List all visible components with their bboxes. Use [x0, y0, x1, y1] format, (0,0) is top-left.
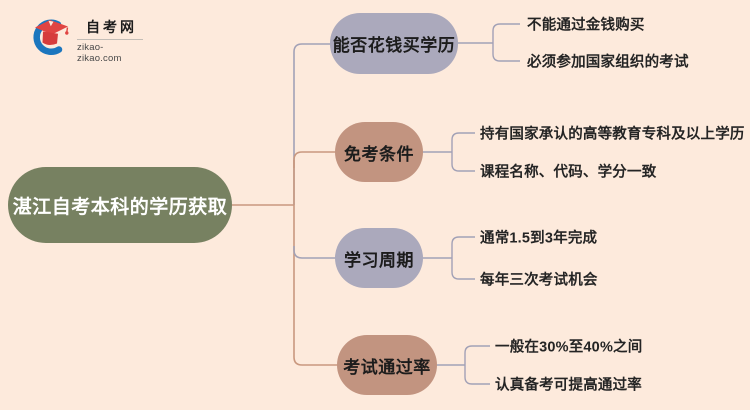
site-logo: 自考网 zikao-zikao.com — [28, 17, 143, 64]
connector-leaves-4 — [436, 345, 490, 385]
leaf-node[interactable]: 不能通过金钱购买 — [527, 17, 645, 34]
connector-leaves-1 — [457, 23, 520, 62]
leaf-node[interactable]: 一般在30%至40%之间 — [495, 339, 643, 356]
connector-branch-2 — [293, 151, 336, 168]
branch-node-exemption[interactable]: 免考条件 — [335, 122, 423, 182]
root-node[interactable]: 湛江自考本科的学历获取 — [8, 167, 232, 243]
logo-domain: zikao-zikao.com — [77, 42, 122, 64]
branch-node-buy-degree[interactable]: 能否花钱买学历 — [330, 13, 458, 74]
leaf-node[interactable]: 必须参加国家组织的考试 — [527, 54, 689, 71]
leaf-node[interactable]: 持有国家承认的高等教育专科及以上学历 — [480, 126, 745, 143]
connector-branch-3 — [293, 246, 336, 259]
connector-branch-4 — [293, 160, 339, 366]
branch-node-pass-rate[interactable]: 考试通过率 — [337, 335, 437, 395]
leaf-node[interactable]: 课程名称、代码、学分一致 — [480, 164, 657, 181]
connector-leaves-3 — [422, 236, 475, 280]
leaf-node[interactable]: 通常1.5到3年完成 — [480, 230, 598, 247]
connector-branch-1 — [293, 43, 331, 205]
graduation-cap-icon — [28, 18, 72, 63]
leaf-node[interactable]: 认真备考可提高通过率 — [495, 377, 642, 394]
logo-text: 自考网 zikao-zikao.com — [77, 17, 143, 64]
connector-leaves-2 — [422, 132, 475, 172]
branch-node-study-period[interactable]: 学习周期 — [335, 228, 423, 288]
logo-divider — [77, 39, 143, 40]
logo-title: 自考网 — [86, 19, 137, 35]
leaf-node[interactable]: 每年三次考试机会 — [480, 272, 598, 289]
